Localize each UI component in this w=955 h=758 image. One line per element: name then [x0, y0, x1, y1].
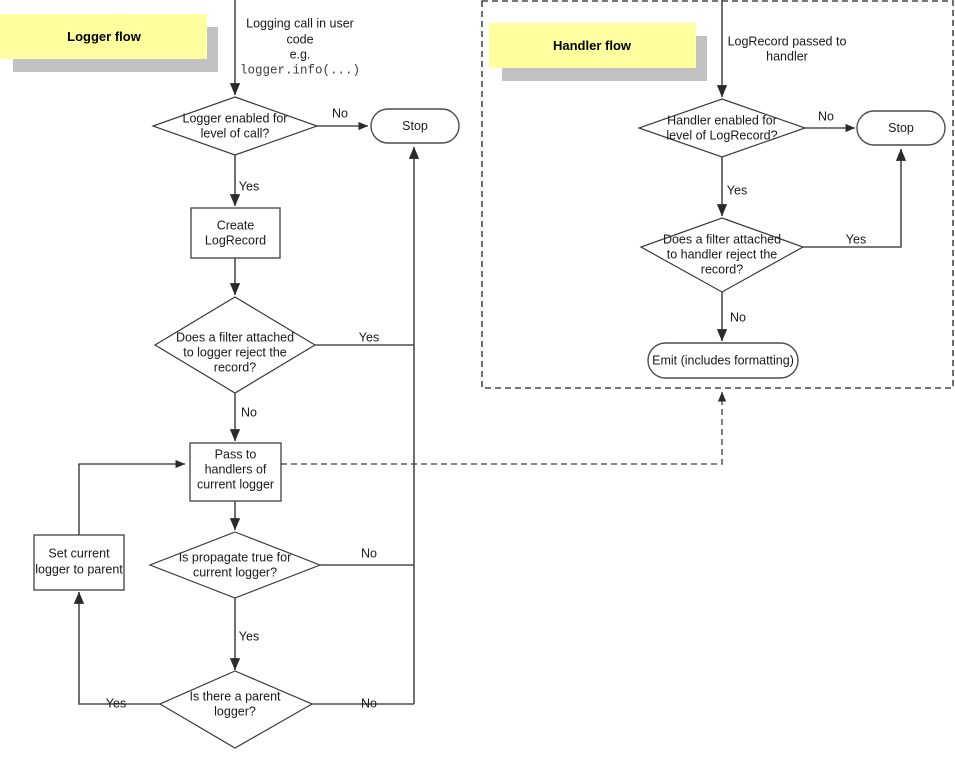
decision-logger-enabled-line1: Logger enabled for [183, 111, 288, 125]
terminal-handler-stop-shape [856, 110, 946, 146]
decision-handler-filter: Does a filter attached to handler reject… [639, 217, 805, 293]
edge-label-is-parent-yes: Yes [106, 696, 126, 710]
logger-entry-caption-line3: e.g. [290, 47, 311, 61]
decision-handler-enabled-line1: Handler enabled for [667, 113, 777, 127]
decision-is-parent-logger: Is there a parent logger? [158, 670, 314, 749]
terminal-logger-stop-label: Stop [402, 119, 428, 133]
logger-flow-banner-fill [0, 14, 207, 59]
logger-entry-caption-line4: logger.info(...) [240, 63, 360, 77]
process-create-logrecord: Create LogRecord [190, 207, 281, 259]
edge-set-current-logger-to-pass [78, 459, 186, 535]
terminal-logger-stop-shape [370, 108, 460, 144]
process-create-logrecord-line2: LogRecord [205, 233, 266, 247]
process-set-current-logger-shape [33, 534, 125, 591]
process-create-logrecord-line1: Create [217, 218, 255, 232]
decision-handler-enabled: Handler enabled for level of LogRecord? [637, 98, 807, 158]
edge-label-is-propagate-yes: Yes [239, 629, 259, 643]
logger-entry-caption-line2: code [286, 32, 313, 46]
edge-label-logger-enabled-yes: Yes [239, 179, 259, 193]
handler-flow-banner-label: Handler flow [553, 38, 632, 53]
decision-logger-filter-line2: to logger reject the [183, 345, 287, 359]
decision-is-parent-logger-line1: Is there a parent [189, 689, 281, 703]
edge-is-parent-yes [73, 591, 160, 705]
process-set-current-logger-line1: Set current [48, 546, 110, 560]
decision-is-propagate-line2: current logger? [193, 565, 277, 579]
edge-label-handler-filter-yes: Yes [846, 232, 866, 246]
process-set-current-logger-line2: logger to parent [35, 562, 123, 576]
logger-entry-caption-line1: Logging call in user [246, 16, 354, 30]
decision-logger-filter: Does a filter attached to logger reject … [153, 296, 317, 394]
decision-is-parent-logger-line2: logger? [214, 704, 256, 718]
decision-logger-filter-line1: Does a filter attached [176, 330, 294, 344]
decision-logger-filter-line3: record? [214, 360, 256, 374]
decision-handler-enabled-line2: level of LogRecord? [666, 128, 777, 142]
decision-logger-enabled: Logger enabled for level of call? [151, 96, 319, 156]
edge-pass-to-handlers-to-emit [281, 391, 727, 465]
decision-logger-enabled-line2: level of call? [201, 126, 270, 140]
logger-flow-banner-label: Logger flow [67, 29, 142, 44]
decision-handler-filter-line3: record? [701, 262, 743, 276]
decision-is-parent-logger-shape [158, 670, 314, 749]
edge-handler-filter-yes [803, 148, 907, 248]
decision-is-propagate: Is propagate true for current logger? [148, 531, 322, 599]
handler-flow-region [481, 0, 954, 389]
handler-entry-caption-line2: handler [766, 49, 808, 63]
edge-label-handler-filter-no: No [730, 310, 746, 324]
edge-label-logger-enabled-no: No [332, 106, 348, 120]
edge-label-handler-enabled-no: No [818, 109, 834, 123]
decision-handler-filter-line1: Does a filter attached [663, 232, 781, 246]
logger-flow-banner: Logger flow [0, 14, 218, 72]
terminal-handler-stop-label: Stop [888, 121, 914, 135]
terminal-handler-stop: Stop [856, 110, 946, 146]
handler-flow-banner-fill [489, 23, 696, 68]
process-pass-to-handlers-line1: Pass to [215, 447, 257, 461]
process-pass-to-handlers-line3: current logger [197, 477, 274, 491]
terminal-emit-label: Emit (includes formatting) [652, 353, 794, 367]
process-pass-to-handlers: Pass to handlers of current logger [189, 442, 282, 502]
process-pass-to-handlers-line2: handlers of [205, 462, 267, 476]
terminal-logger-stop: Stop [370, 108, 460, 144]
terminal-emit: Emit (includes formatting) [647, 342, 799, 379]
edge-label-logger-filter-no: No [241, 405, 257, 419]
terminal-emit-shape [647, 342, 799, 379]
edge-label-is-propagate-no: No [361, 546, 377, 560]
decision-handler-filter-line2: to handler reject the [667, 247, 778, 261]
edge-label-logger-filter-yes: Yes [359, 330, 379, 344]
process-set-current-logger: Set current logger to parent [33, 534, 125, 591]
process-pass-to-handlers-shape [189, 442, 282, 502]
handler-flow-banner: Handler flow [489, 23, 707, 81]
handler-entry-caption-line1: LogRecord passed to [728, 34, 847, 48]
edge-label-handler-enabled-yes: Yes [727, 183, 747, 197]
decision-is-propagate-line1: Is propagate true for [179, 550, 292, 564]
edge-label-is-parent-no: No [361, 696, 377, 710]
